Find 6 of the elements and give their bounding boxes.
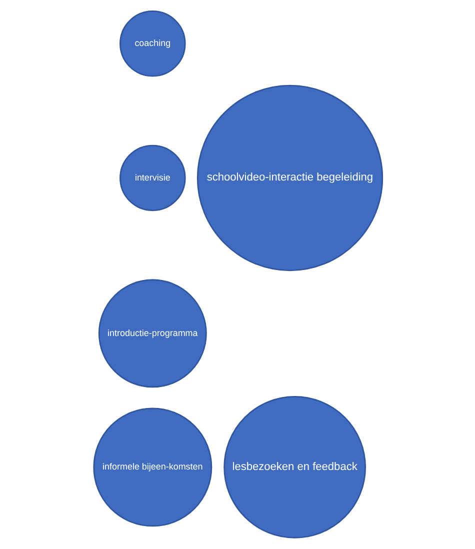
node-circle: lesbezoeken en feedback [223,396,366,538]
node-circle: schoolvideo-interactie begeleiding [196,84,383,272]
node-circle: introductie-programma [98,279,206,388]
node-circle: informele bijeen-komsten [92,408,212,527]
node-circle: coaching [119,10,186,77]
node-circle: intervisie [119,144,186,212]
